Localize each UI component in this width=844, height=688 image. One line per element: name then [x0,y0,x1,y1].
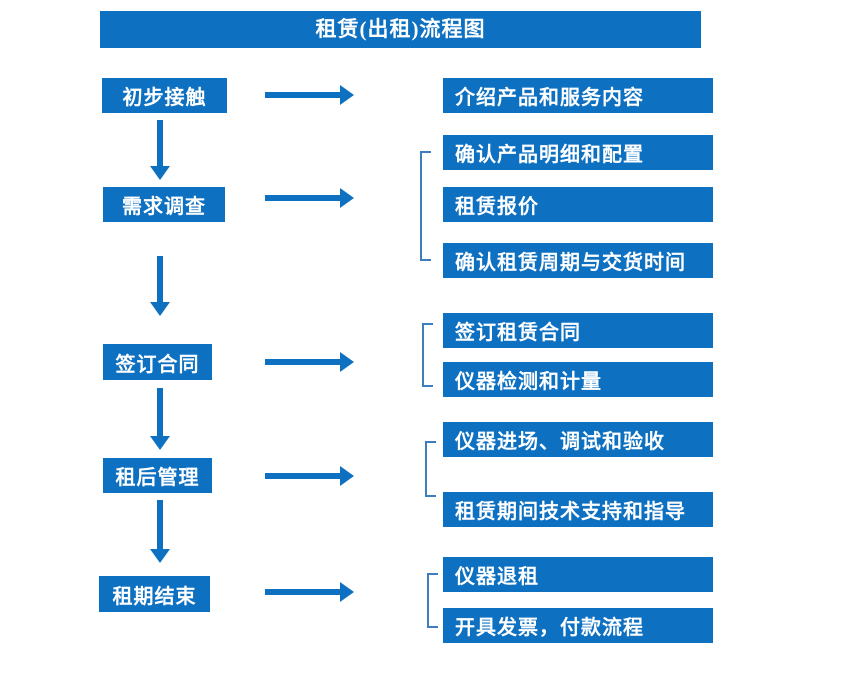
arrow-head [340,352,354,372]
step-initial-contact: 初步接触 [102,78,227,113]
detail-confirm-product-config: 确认产品明细和配置 [443,135,713,170]
arrow-shaft [265,589,340,595]
arrow-shaft [265,359,340,365]
detail-instrument-entry-acceptance: 仪器进场、调试和验收 [443,422,713,457]
bracket-icon [420,151,431,261]
arrow-right-icon [265,582,354,602]
arrow-shaft [157,388,163,436]
bracket-icon [427,573,438,628]
step-rental-end: 租期结束 [99,576,210,612]
step-sign-contract: 签订合同 [103,344,212,380]
arrow-down-icon [150,388,170,450]
arrow-head [340,582,354,602]
detail-instrument-inspection: 仪器检测和计量 [443,362,713,397]
arrow-head [150,302,170,316]
arrow-head [340,188,354,208]
page-title: 租赁(出租)流程图 [100,11,701,48]
arrow-head [150,436,170,450]
detail-intro-products-services: 介绍产品和服务内容 [443,78,713,113]
detail-confirm-period-delivery: 确认租赁周期与交货时间 [443,243,713,278]
arrow-right-icon [265,466,354,486]
detail-invoice-payment: 开具发票，付款流程 [443,608,713,643]
arrow-shaft [157,256,163,302]
bracket-icon [422,323,433,387]
arrow-head [150,166,170,180]
step-post-rental-management: 租后管理 [103,458,212,493]
detail-rental-quote: 租赁报价 [443,187,713,222]
arrow-head [340,85,354,105]
arrow-right-icon [265,352,354,372]
arrow-down-icon [150,500,170,563]
arrow-down-icon [150,120,170,180]
arrow-shaft [265,473,340,479]
arrow-shaft [157,500,163,549]
detail-sign-rental-contract: 签订租赁合同 [443,313,713,348]
step-demand-survey: 需求调查 [103,187,225,222]
arrow-head [340,466,354,486]
arrow-shaft [265,92,340,98]
arrow-shaft [265,195,340,201]
arrow-right-icon [265,188,354,208]
arrow-shaft [157,120,163,166]
arrow-head [150,549,170,563]
bracket-icon [425,441,436,497]
arrow-right-icon [265,85,354,105]
detail-rental-tech-support: 租赁期间技术支持和指导 [443,492,713,527]
detail-instrument-return: 仪器退租 [443,557,713,592]
arrow-down-icon [150,256,170,316]
